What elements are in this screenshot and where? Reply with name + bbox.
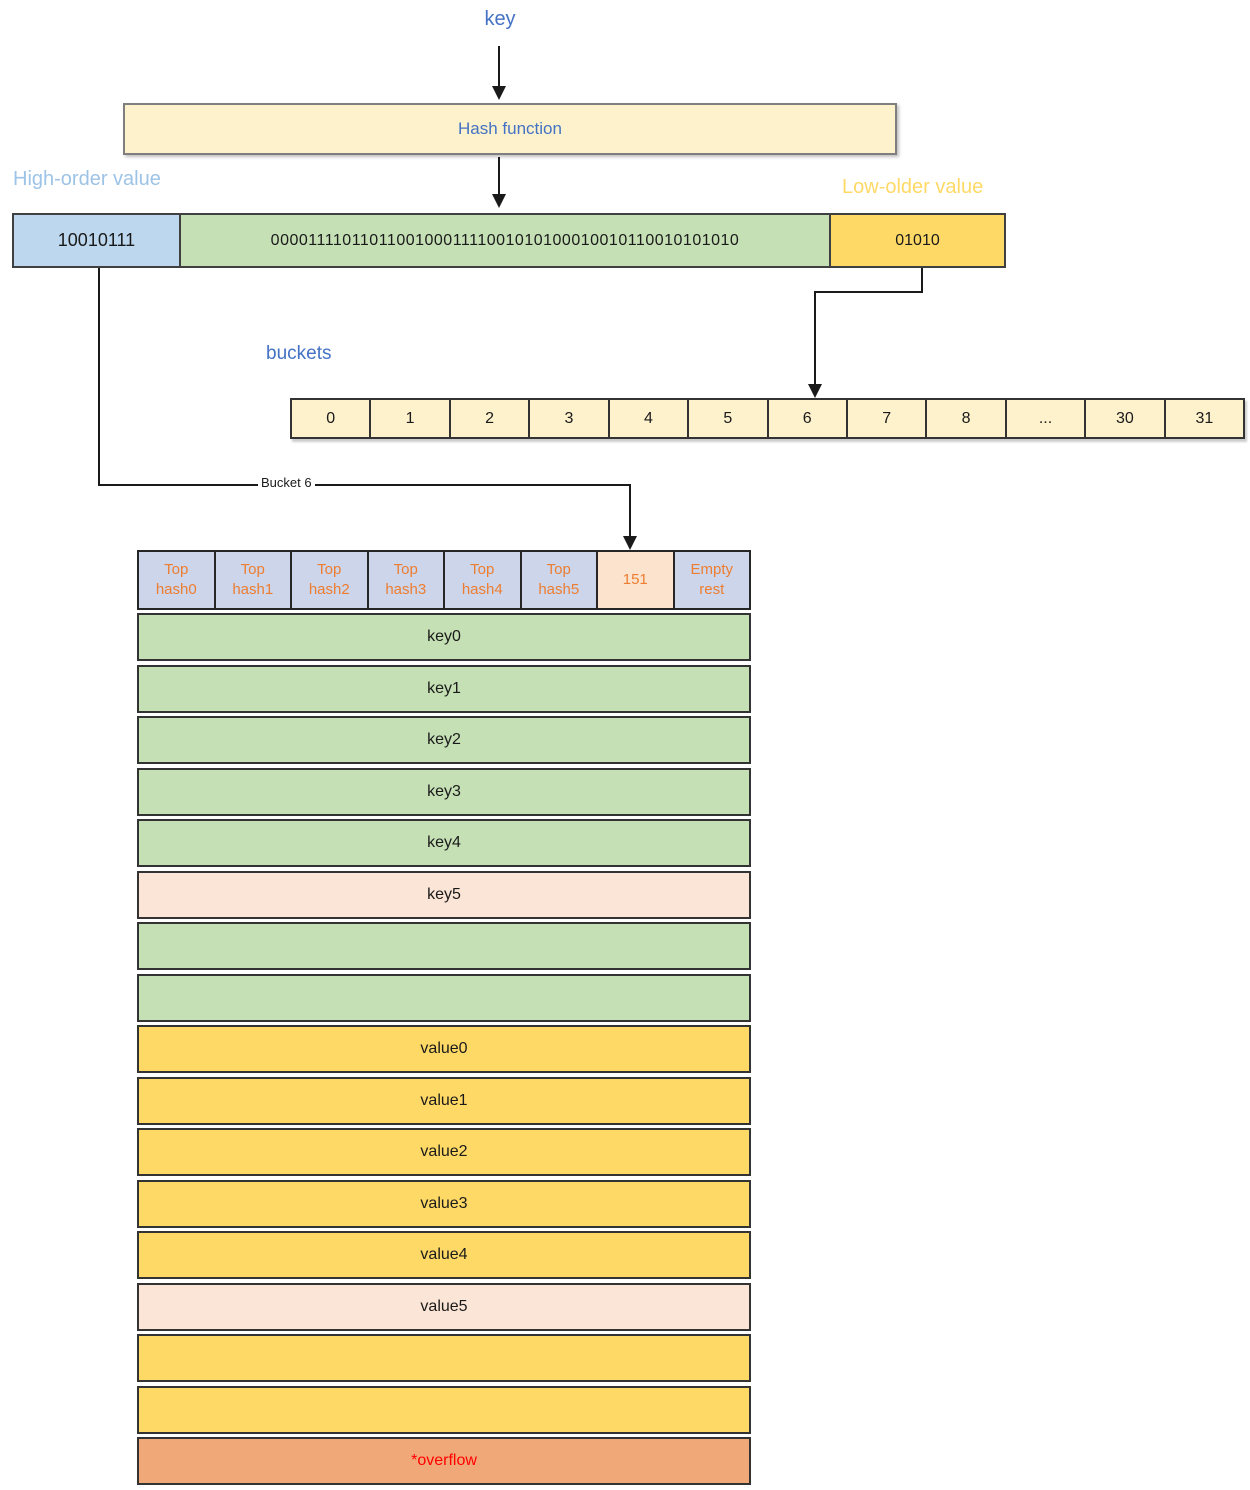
low-bits-arrowhead-icon xyxy=(808,384,822,398)
bucket-cell-31: 31 xyxy=(1163,398,1246,439)
bucket6-pointer-label: Bucket 6 xyxy=(258,475,315,490)
bucket6-elbow-segment-3 xyxy=(629,484,631,536)
high-order-value-label: High-order value xyxy=(13,168,161,190)
header-cell-151: 151 xyxy=(596,550,675,610)
key-label: key xyxy=(484,8,516,30)
hash-function-box: Hash function xyxy=(123,103,897,155)
hash-to-bits-line xyxy=(498,157,500,195)
header-cell-top-hash5: Top hash5 xyxy=(519,550,598,610)
bucket-cell-4: 4 xyxy=(607,398,690,439)
value-slot-row-2: value2 xyxy=(137,1128,751,1176)
key-to-hash-line xyxy=(498,46,500,88)
key-slot-row-4: key4 xyxy=(137,819,751,867)
bucket6-elbow-segment-1 xyxy=(98,268,100,486)
key-to-hash-arrowhead-icon xyxy=(492,86,506,100)
buckets-array: 0 1 2 3 4 5 6 7 8 ... 30 31 xyxy=(290,398,1246,439)
bucket6-arrowhead-icon xyxy=(623,536,637,550)
low-order-bits-cell: 01010 xyxy=(829,213,1006,268)
low-bits-elbow-segment-1 xyxy=(921,268,923,293)
value-slot-row-0: value0 xyxy=(137,1025,751,1073)
bucket-cell-0: 0 xyxy=(290,398,372,439)
key-slot-row-0: key0 xyxy=(137,613,751,661)
value-slot-row-1: value1 xyxy=(137,1076,751,1125)
header-cell-top-hash2: Top hash2 xyxy=(290,550,369,610)
bucket-cell-7: 7 xyxy=(845,398,928,439)
value-slot-row-3: value3 xyxy=(137,1179,751,1228)
key-slot-row-5: key5 xyxy=(137,870,751,919)
bucket-detail-rows: key0 key1 key2 key3 key4 key5 value0 val… xyxy=(137,613,751,1489)
bucket-cell-5: 5 xyxy=(687,398,769,439)
bucket6-elbow-segment-2 xyxy=(98,484,631,486)
key-slot-row-7-empty xyxy=(137,973,751,1022)
key-slot-row-2: key2 xyxy=(137,716,751,764)
bucket-cell-6: 6 xyxy=(766,398,848,439)
high-order-bits-cell: 10010111 xyxy=(12,213,181,268)
middle-bits-cell: 0000111101101100100011110010101000100101… xyxy=(179,213,831,268)
key-slot-row-1: key1 xyxy=(137,664,751,713)
low-order-value-label: Low-older value xyxy=(842,176,984,198)
bucket-cell-ellipsis: ... xyxy=(1004,398,1087,439)
value-slot-row-4: value4 xyxy=(137,1231,751,1279)
bucket-cell-3: 3 xyxy=(528,398,610,439)
header-cell-top-hash0: Top hash0 xyxy=(137,550,216,610)
header-cell-top-hash1: Top hash1 xyxy=(213,550,292,610)
bucket-cell-2: 2 xyxy=(448,398,531,439)
header-cell-empty-rest: Empty rest xyxy=(672,550,751,610)
hash-function-label: Hash function xyxy=(458,119,562,138)
bucket-cell-8: 8 xyxy=(925,398,1007,439)
hash-to-bits-arrowhead-icon xyxy=(492,194,506,208)
low-bits-elbow-segment-2 xyxy=(814,291,923,293)
key-slot-row-6-empty xyxy=(137,922,751,970)
overflow-pointer-row: *overflow xyxy=(137,1437,751,1485)
value-slot-row-5: value5 xyxy=(137,1282,751,1331)
key-slot-row-3: key3 xyxy=(137,767,751,816)
bucket-cell-1: 1 xyxy=(369,398,451,439)
header-cell-top-hash4: Top hash4 xyxy=(443,550,522,610)
value-slot-row-7-empty xyxy=(137,1385,751,1434)
bucket-cell-30: 30 xyxy=(1084,398,1166,439)
bucket-detail-header: Top hash0 Top hash1 Top hash2 Top hash3 … xyxy=(137,550,751,610)
header-cell-top-hash3: Top hash3 xyxy=(366,550,445,610)
value-slot-row-6-empty xyxy=(137,1334,751,1382)
buckets-label: buckets xyxy=(266,343,332,364)
hash-bits-row: 10010111 0000111101101100100011110010101… xyxy=(12,213,1006,268)
low-bits-elbow-segment-3 xyxy=(814,291,816,384)
